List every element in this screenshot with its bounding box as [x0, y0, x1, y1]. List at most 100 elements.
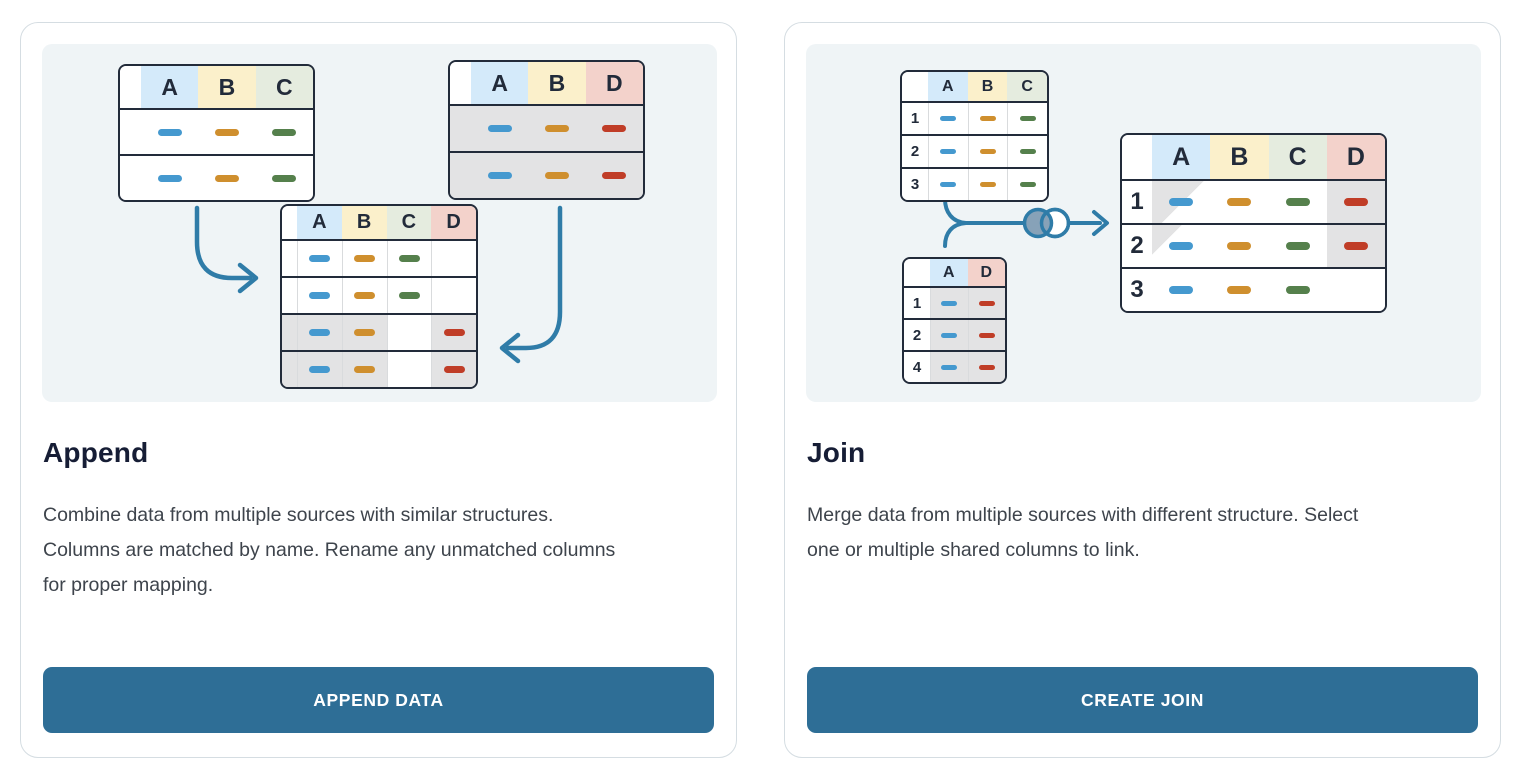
column-header: D [585, 62, 643, 104]
header-stub-cell [1122, 135, 1152, 179]
header-stub-cell [902, 72, 928, 101]
column-header: C [1268, 135, 1327, 179]
column-header: A [928, 72, 968, 101]
column-header: D [431, 206, 476, 239]
data-dash [398, 292, 420, 299]
table-cell [431, 352, 476, 387]
data-dash [602, 172, 627, 179]
table-cell [297, 352, 342, 387]
table-cell [967, 103, 1008, 134]
data-dash [309, 255, 331, 262]
table-cell [928, 136, 968, 167]
data-dash [980, 149, 996, 154]
data-dash [1019, 149, 1036, 154]
data-dash [309, 329, 331, 336]
column-header: B [198, 66, 256, 108]
table-cell [1326, 181, 1385, 223]
append-data-button[interactable]: APPEND DATA [43, 667, 714, 733]
data-dash [1285, 198, 1310, 206]
table-cell [930, 320, 968, 350]
column-header: B [967, 72, 1008, 101]
table-cell [1326, 225, 1385, 267]
column-header: C [255, 66, 313, 108]
table-cell [967, 352, 1005, 382]
data-dash [941, 300, 958, 306]
table-cell [930, 288, 968, 318]
table-cell [386, 278, 432, 313]
data-dash [1285, 242, 1310, 250]
table-cell [967, 136, 1008, 167]
column-header: B [1210, 135, 1269, 179]
table-cell [471, 153, 529, 198]
data-dash [980, 116, 996, 121]
table-row: 1 [1122, 179, 1385, 223]
data-dash [941, 364, 958, 370]
data-dash [940, 149, 957, 154]
table-cell [928, 169, 968, 200]
table-cell [1152, 181, 1211, 223]
column-header: A [297, 206, 342, 239]
column-header: C [1007, 72, 1047, 101]
data-dash [978, 332, 995, 338]
data-dash [544, 172, 569, 179]
data-dash [1227, 286, 1252, 294]
column-header: A [930, 259, 968, 286]
table-cell [1210, 225, 1269, 267]
data-dash [354, 329, 376, 336]
table-cell [341, 241, 387, 276]
data-dash [1019, 182, 1036, 187]
data-dash [980, 182, 996, 187]
table-cell [1326, 269, 1385, 311]
table-cell [255, 156, 313, 200]
table-cell [1268, 225, 1327, 267]
table-row: 2 [904, 318, 1005, 350]
table-row [282, 239, 476, 276]
table-cell [928, 103, 968, 134]
data-dash [941, 332, 958, 338]
append-title: Append [43, 437, 149, 468]
table-cell [585, 153, 643, 198]
header-stub-cell [282, 206, 297, 239]
table-cell [386, 241, 432, 276]
table-row [282, 350, 476, 387]
table-cell [255, 110, 313, 154]
data-dash [487, 172, 512, 179]
create-join-button[interactable]: CREATE JOIN [807, 667, 1478, 733]
row-number-cell [450, 153, 471, 198]
table-row [450, 104, 643, 151]
data-dash [309, 292, 331, 299]
table-row: 2 [902, 134, 1047, 167]
venn-diagram-icon [1022, 207, 1071, 239]
table-cell [1210, 181, 1269, 223]
table-row: 4 [904, 350, 1005, 382]
table-cell [1152, 225, 1211, 267]
data-dash [354, 292, 376, 299]
data-dash [443, 366, 465, 373]
join-flow-graphic [943, 197, 1109, 248]
row-number-cell: 4 [904, 352, 930, 382]
table-row: 3 [1122, 267, 1385, 311]
table-cell [141, 110, 199, 154]
table-cell [1152, 269, 1211, 311]
row-number-cell: 2 [1122, 225, 1152, 267]
table-row [282, 276, 476, 313]
row-number-cell: 1 [1122, 181, 1152, 223]
data-dash [940, 116, 957, 121]
table-row: 3 [902, 167, 1047, 200]
data-dash [443, 329, 465, 336]
join-title: Join [807, 437, 866, 468]
row-number-cell [450, 106, 471, 151]
table-cell [967, 288, 1005, 318]
data-dash [978, 300, 995, 306]
